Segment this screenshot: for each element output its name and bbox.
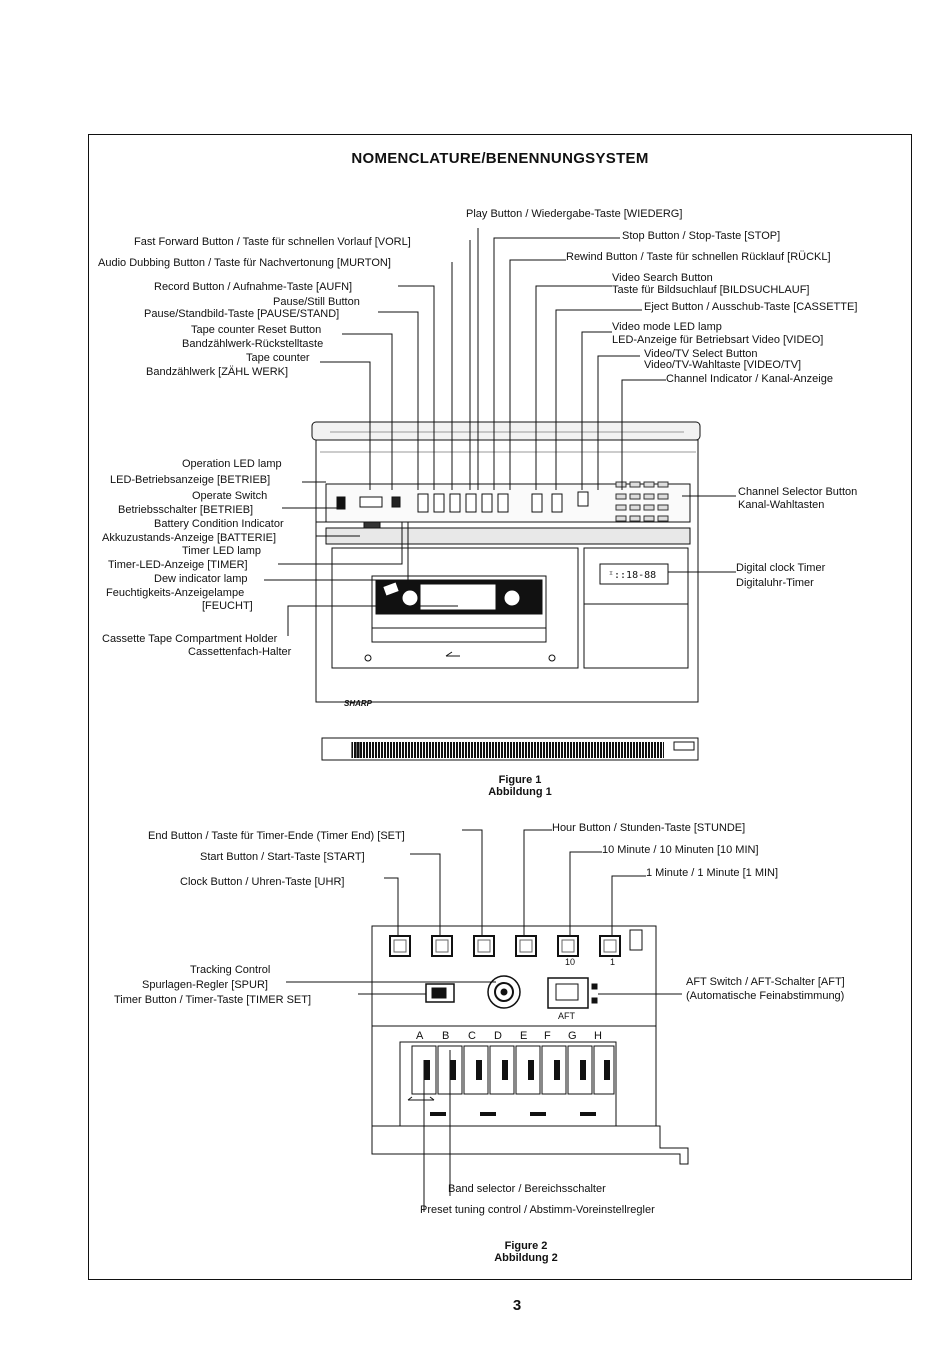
label-audio-dubbing-button: Audio Dubbing Button / Taste für Nachver… xyxy=(98,257,391,269)
label-pause-still-de: Pause/Standbild-Taste [PAUSE/STAND] xyxy=(144,308,340,320)
label-tape-counter-de: Bandzählwerk [ZÄHL WERK] xyxy=(146,366,289,378)
label-1-minute-button: 1 Minute / 1 Minute [1 MIN] xyxy=(646,867,779,879)
figure-1-caption-de: Abbildung 1 xyxy=(488,786,552,798)
label-timer-led-de: Timer-LED-Anzeige [TIMER] xyxy=(108,559,248,571)
label-end-button: End Button / Taste für Timer-Ende (Timer… xyxy=(148,830,405,842)
page-title: NOMENCLATURE/BENENNUNGSYSTEM xyxy=(351,150,649,167)
preset-letter-f: F xyxy=(544,1030,551,1042)
preset-letter-c: C xyxy=(468,1030,476,1042)
label-band-selector: Band selector / Bereichsschalter xyxy=(448,1183,606,1195)
preset-letter-a: A xyxy=(416,1030,424,1042)
label-operation-led-en: Operation LED lamp xyxy=(182,458,282,470)
label-battery-indicator-de: Akkuzustands-Anzeige [BATTERIE] xyxy=(102,532,277,544)
key-10-label: 10 xyxy=(565,957,576,967)
label-channel-selector-de: Kanal-Wahltasten xyxy=(738,499,825,511)
label-aft-switch-en: AFT Switch / AFT-Schalter [AFT] xyxy=(686,976,845,988)
label-video-search-de: Taste für Bildsuchlauf [BILDSUCHLAUF] xyxy=(612,284,810,296)
label-dew-indicator-abbr: [FEUCHT] xyxy=(202,600,253,612)
label-play-button: Play Button / Wiedergabe-Taste [WIEDERG] xyxy=(466,208,683,220)
figure-2-caption-de: Abbildung 2 xyxy=(494,1252,558,1264)
label-aft-switch-de: (Automatische Feinabstimmung) xyxy=(686,990,845,1002)
label-dew-indicator-en: Dew indicator lamp xyxy=(154,573,248,585)
label-stop-button: Stop Button / Stop-Taste [STOP] xyxy=(622,230,781,242)
label-operate-switch-en: Operate Switch xyxy=(192,490,268,502)
page-number: 3 xyxy=(512,1297,522,1314)
label-clock-button: Clock Button / Uhren-Taste [UHR] xyxy=(180,876,345,888)
label-channel-selector-en: Channel Selector Button xyxy=(738,486,858,498)
aft-panel-label: AFT xyxy=(558,1011,575,1021)
brand-logo: SHARP xyxy=(344,699,373,708)
label-digital-clock-de: Digitaluhr-Timer xyxy=(736,577,814,589)
preset-letter-e: E xyxy=(520,1030,528,1042)
label-eject-button: Eject Button / Ausschub-Taste [CASSETTE] xyxy=(644,301,858,313)
label-video-mode-led-de: LED-Anzeige für Betriebsart Video [VIDEO… xyxy=(612,334,824,346)
label-dew-indicator-de: Feuchtigkeits-Anzeigelampe xyxy=(106,587,245,599)
label-cassette-holder-de: Cassettenfach-Halter xyxy=(188,646,292,658)
figure-2-caption: Figure 2 xyxy=(504,1240,548,1252)
label-start-button: Start Button / Start-Taste [START] xyxy=(200,851,365,863)
label-tape-counter-reset-en: Tape counter Reset Button xyxy=(191,324,322,336)
label-record-button: Record Button / Aufnahme-Taste [AUFN] xyxy=(154,281,353,293)
key-1-label: 1 xyxy=(610,957,616,967)
label-video-tv-select-en: Video/TV Select Button xyxy=(644,348,758,360)
label-rewind-button: Rewind Button / Taste für schnellen Rück… xyxy=(566,251,831,263)
label-timer-led-en: Timer LED lamp xyxy=(182,545,262,557)
label-tape-counter-reset-de: Bandzählwerk-Rückstelltaste xyxy=(182,338,324,350)
label-video-tv-select-de: Video/TV-Wahltaste [VIDEO/TV] xyxy=(644,359,802,371)
label-operate-switch-de: Betriebsschalter [BETRIEB] xyxy=(118,504,254,516)
label-operation-led-de: LED-Betriebsanzeige [BETRIEB] xyxy=(110,474,271,486)
label-fast-forward-button: Fast Forward Button / Taste für schnelle… xyxy=(134,236,411,248)
label-video-search-en: Video Search Button xyxy=(612,272,713,284)
label-cassette-holder-en: Cassette Tape Compartment Holder xyxy=(102,633,278,645)
label-hour-button: Hour Button / Stunden-Taste [STUNDE] xyxy=(552,822,746,834)
preset-letter-d: D xyxy=(494,1030,502,1042)
label-video-mode-led-en: Video mode LED lamp xyxy=(612,321,722,333)
label-battery-indicator-en: Battery Condition Indicator xyxy=(154,518,284,530)
page-frame xyxy=(88,134,912,1280)
preset-letter-g: G xyxy=(568,1030,577,1042)
label-tracking-control-de: Spurlagen-Regler [SPUR] xyxy=(142,979,268,991)
label-digital-clock-en: Digital clock Timer xyxy=(736,562,826,574)
figure-1-caption: Figure 1 xyxy=(498,774,542,786)
label-timer-set-button: Timer Button / Timer-Taste [TIMER SET] xyxy=(114,994,312,1006)
preset-letter-h: H xyxy=(594,1030,602,1042)
preset-letter-b: B xyxy=(442,1030,450,1042)
label-10-minute-button: 10 Minute / 10 Minuten [10 MIN] xyxy=(602,844,759,856)
label-pause-still-en: Pause/Still Button xyxy=(273,296,360,308)
label-preset-tuning: Preset tuning control / Abstimm-Voreinst… xyxy=(420,1204,655,1216)
svg-text:ᶦ::18-88: ᶦ::18-88 xyxy=(608,570,656,581)
label-tape-counter-en: Tape counter xyxy=(246,352,310,364)
label-channel-indicator: Channel Indicator / Kanal-Anzeige xyxy=(666,373,833,385)
label-tracking-control-en: Tracking Control xyxy=(190,964,271,976)
